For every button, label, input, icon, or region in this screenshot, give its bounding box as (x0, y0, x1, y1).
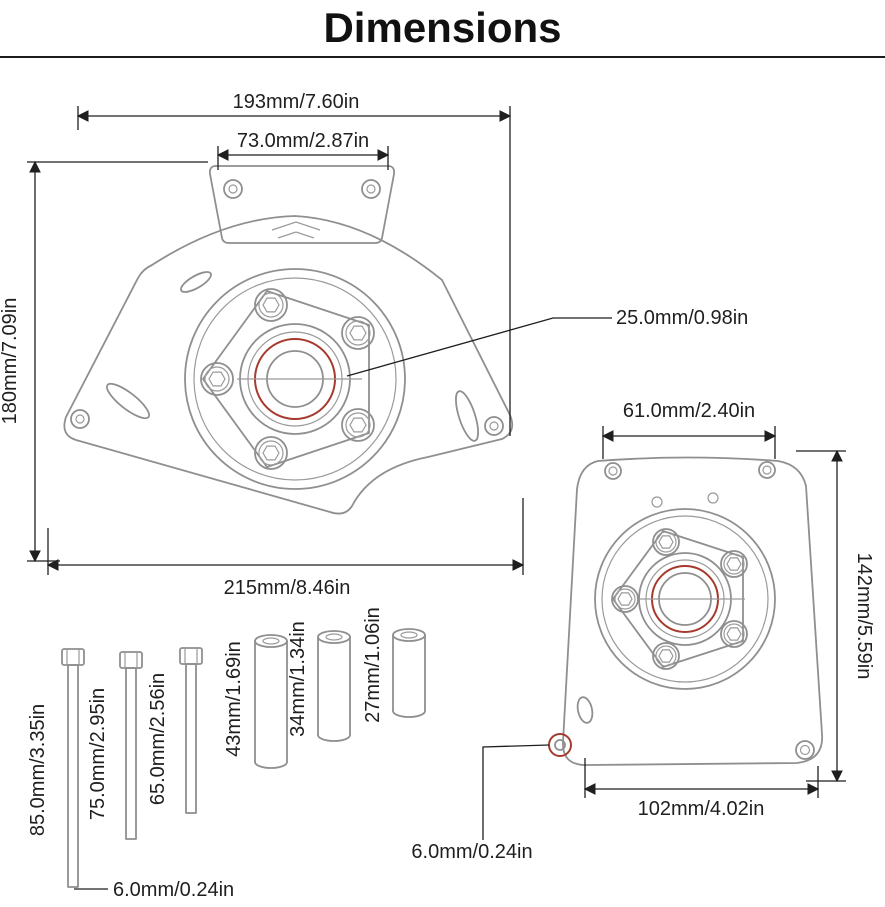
dim-front-top-width: 193mm/7.60in (233, 91, 360, 113)
spacer-27mm (392, 628, 426, 718)
bolt-85mm (61, 648, 85, 888)
dim-rear-top-spacing: 61.0mm/2.40in (623, 400, 755, 422)
page-title: Dimensions (323, 4, 562, 51)
rear-hub-bolts (611, 528, 748, 670)
front-cover-drawing (63, 165, 514, 515)
rear-cover-dimensions: 61.0mm/2.40in 142mm/5.59in 102mm/4.02in … (411, 400, 875, 863)
dim-bolt-65: 65.0mm/2.56in (147, 673, 169, 805)
dim-rear-bottom-spacing: 102mm/4.02in (638, 798, 765, 820)
dim-front-center-hole: 25.0mm/0.98in (616, 307, 748, 329)
dim-spacer-43: 43mm/1.69in (223, 641, 245, 757)
hardware-dimensions: 85.0mm/3.35in 75.0mm/2.95in 65.0mm/2.56i… (27, 607, 384, 901)
dimensions-diagram: 193mm/7.60in 73.0mm/2.87in 180mm/7.09in … (0, 91, 875, 901)
spacer-34mm (317, 630, 351, 742)
dim-spacer-27: 27mm/1.06in (362, 607, 384, 723)
spacer-43mm (254, 634, 288, 769)
dim-rear-mount-hole: 6.0mm/0.24in (411, 841, 532, 863)
dim-bolt-diameter: 6.0mm/0.24in (113, 879, 234, 901)
dim-bolt-85: 85.0mm/3.35in (27, 704, 49, 836)
dim-spacer-34: 34mm/1.34in (287, 621, 309, 737)
bolt-75mm (119, 651, 143, 840)
mount-hole-highlight-ring (548, 733, 572, 757)
rear-cover-drawing (548, 456, 823, 766)
dim-bolt-75: 75.0mm/2.95in (87, 688, 109, 820)
front-hub-bolts (200, 288, 375, 470)
dim-front-bracket-width: 73.0mm/2.87in (237, 130, 369, 152)
dim-rear-height: 142mm/5.59in (853, 553, 875, 680)
dim-front-bottom-width: 215mm/8.46in (224, 577, 351, 599)
dim-front-height: 180mm/7.09in (0, 298, 21, 425)
page-header: Dimensions (0, 0, 885, 58)
bolt-65mm (179, 647, 203, 814)
front-cover-dimensions: 193mm/7.60in 73.0mm/2.87in 180mm/7.09in … (0, 91, 748, 599)
